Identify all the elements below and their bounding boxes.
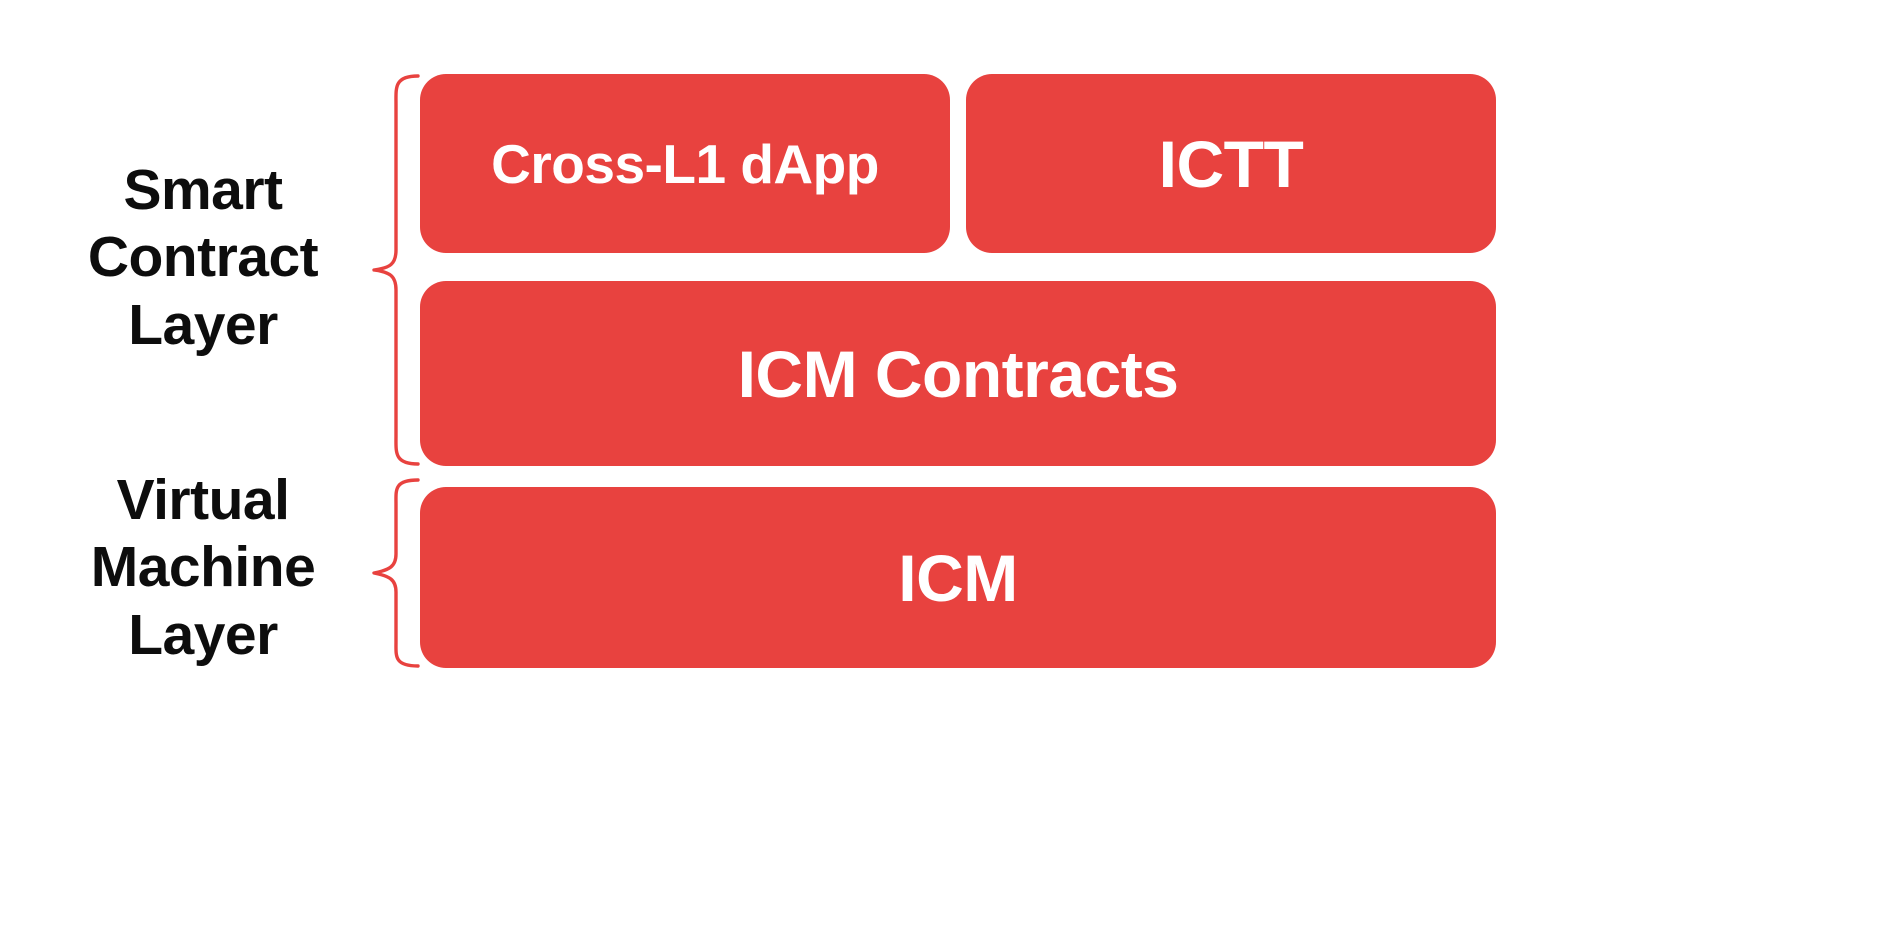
layer-label-virtual-machine: Virtual Machine Layer bbox=[90, 468, 316, 667]
box-cross-l1-dapp[interactable]: Cross-L1 dApp bbox=[420, 74, 950, 253]
box-icm-contracts[interactable]: ICM Contracts bbox=[420, 281, 1496, 466]
box-ictt[interactable]: ICTT bbox=[966, 74, 1496, 253]
layer-label-smart-contract: Smart Contract Layer bbox=[87, 158, 319, 357]
curly-brace-virtual-machine-icon bbox=[372, 478, 420, 668]
curly-brace-smart-contract-icon bbox=[372, 74, 420, 466]
box-icm[interactable]: ICM bbox=[420, 487, 1496, 668]
